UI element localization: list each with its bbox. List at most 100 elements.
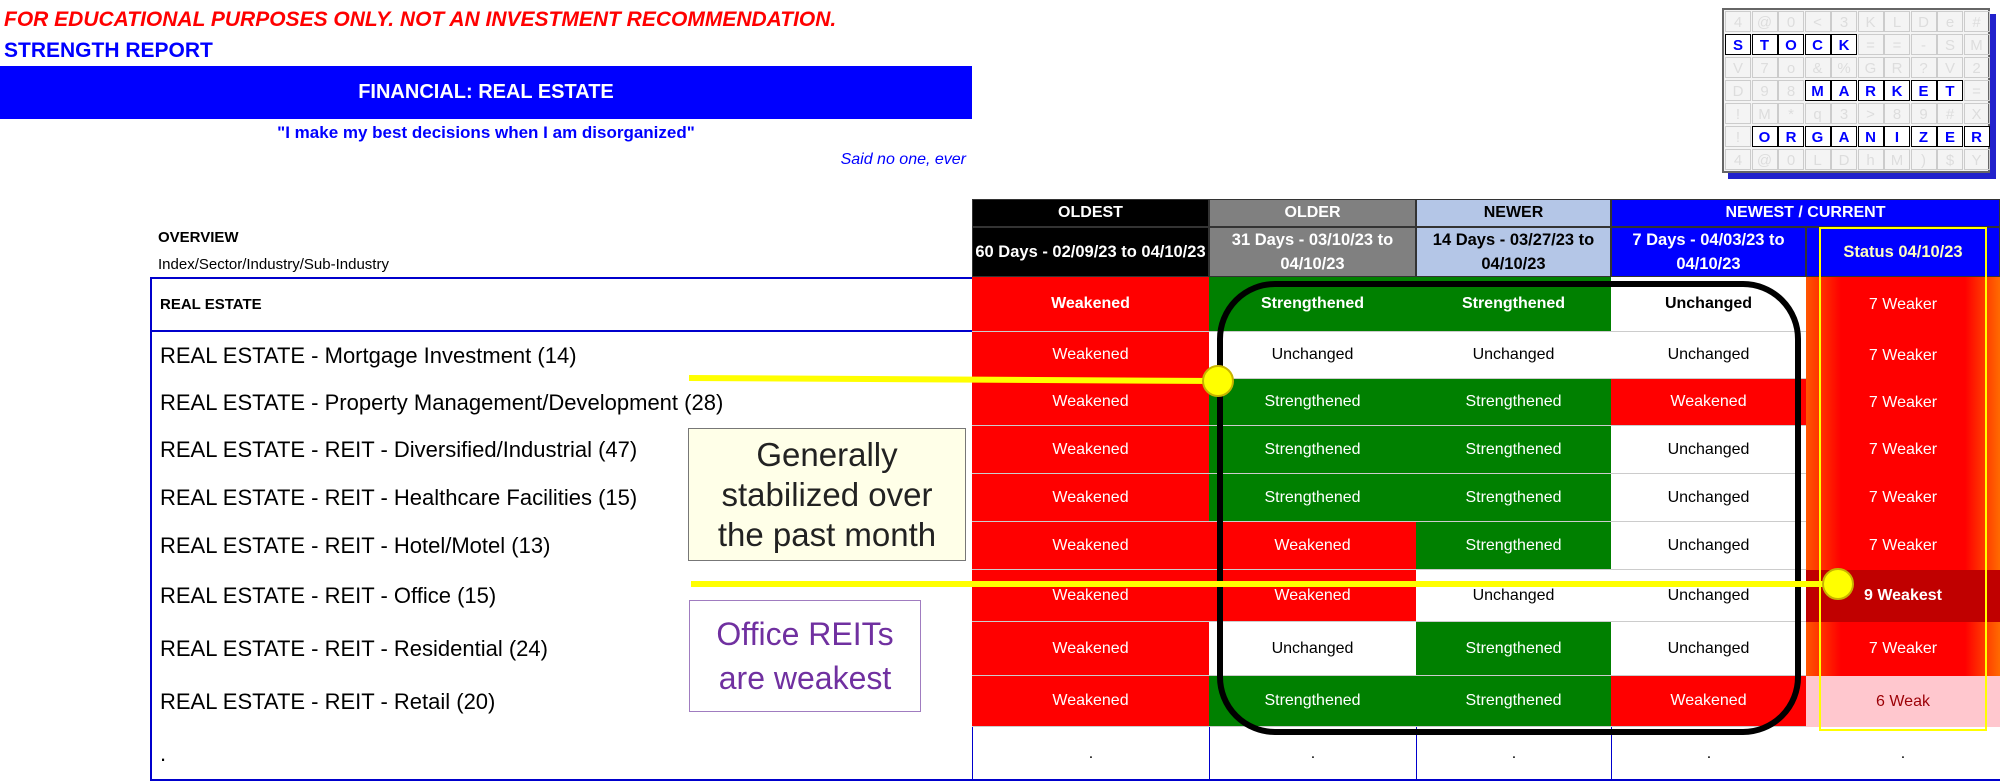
logo-letter: o bbox=[1778, 57, 1804, 78]
logo-letter: M bbox=[1751, 103, 1778, 124]
logo-letter: # bbox=[1937, 103, 1963, 124]
status-cell: Weakened bbox=[972, 277, 1209, 332]
row-label: REAL ESTATE - REIT - Hotel/Motel (13) bbox=[150, 522, 972, 570]
logo-letter: = bbox=[1963, 80, 1990, 101]
logo-letter: E bbox=[1937, 126, 1963, 147]
logo-letter: G bbox=[1804, 126, 1831, 147]
logo-letter: @ bbox=[1751, 11, 1778, 32]
column-group-1: OLDER bbox=[1209, 199, 1416, 227]
status-cell: Weakened bbox=[972, 426, 1209, 474]
status-cell: Strengthened bbox=[1416, 379, 1611, 426]
logo-letter: Z bbox=[1910, 126, 1937, 147]
logo-letter: 2 bbox=[1963, 57, 1990, 78]
status-cell: Strengthened bbox=[1416, 676, 1611, 727]
logo-letter: R bbox=[1857, 80, 1884, 101]
logo-letter: M bbox=[1804, 80, 1831, 101]
status-cell: Unchanged bbox=[1611, 522, 1806, 570]
current-status-cell: 7 Weaker bbox=[1806, 622, 2000, 676]
status-cell: Strengthened bbox=[1416, 426, 1611, 474]
status-cell: . bbox=[1416, 727, 1611, 781]
logo-letter: ! bbox=[1725, 103, 1751, 124]
row-label: REAL ESTATE - Property Management/Develo… bbox=[150, 379, 972, 426]
column-period-2: 14 Days - 03/27/23 to 04/10/23 bbox=[1416, 227, 1611, 277]
logo-letter: T bbox=[1937, 80, 1963, 101]
status-cell: Unchanged bbox=[1611, 277, 1806, 332]
status-cell: Strengthened bbox=[1416, 474, 1611, 522]
logo-letter: & bbox=[1804, 57, 1831, 78]
current-status-cell: 7 Weaker bbox=[1806, 474, 2000, 522]
logo-letter: O bbox=[1751, 126, 1778, 147]
logo-letter: 7 bbox=[1751, 57, 1778, 78]
logo-letter: V bbox=[1725, 57, 1751, 78]
logo-letter: T bbox=[1751, 34, 1778, 55]
row-label: . bbox=[150, 727, 972, 781]
logo-letter: I bbox=[1884, 126, 1910, 147]
status-cell: Unchanged bbox=[1611, 622, 1806, 676]
status-cell: Strengthened bbox=[1416, 622, 1611, 676]
status-cell: Strengthened bbox=[1209, 676, 1416, 727]
logo-letter: A bbox=[1831, 80, 1857, 101]
logo-letter: ! bbox=[1725, 126, 1751, 147]
logo-letter: L bbox=[1804, 149, 1831, 170]
column-period-1: 31 Days - 03/10/23 to 04/10/23 bbox=[1209, 227, 1416, 277]
logo-letter: K bbox=[1831, 34, 1857, 55]
logo-letter: = bbox=[1884, 34, 1910, 55]
attribution: Said no one, ever bbox=[840, 151, 966, 168]
logo-letter: < bbox=[1804, 11, 1831, 32]
status-cell: Weakened bbox=[1611, 379, 1806, 426]
current-status-cell: 7 Weaker bbox=[1806, 426, 2000, 474]
logo-letter: 3 bbox=[1831, 103, 1857, 124]
logo-letter: 0 bbox=[1778, 11, 1804, 32]
column-group-2: NEWER bbox=[1416, 199, 1611, 227]
table-bottom-border bbox=[150, 779, 2000, 781]
logo-letter: S bbox=[1725, 34, 1751, 55]
row-label: REAL ESTATE - REIT - Residential (24) bbox=[150, 622, 972, 676]
logo-letter: 4 bbox=[1725, 149, 1751, 170]
current-status-cell: 7 Weaker bbox=[1806, 379, 2000, 426]
current-status-cell: 7 Weaker bbox=[1806, 332, 2000, 379]
column-period-3: 7 Days - 04/03/23 to 04/10/23 bbox=[1611, 227, 1806, 277]
logo-letter: * bbox=[1778, 103, 1804, 124]
callout-office-weakest: Office REITs are weakest bbox=[689, 600, 921, 712]
logo-letter: 9 bbox=[1910, 103, 1937, 124]
logo-letter: @ bbox=[1751, 149, 1778, 170]
logo-letter: 3 bbox=[1831, 11, 1857, 32]
logo-letter: D bbox=[1910, 11, 1937, 32]
column-group-3: NEWEST / CURRENT bbox=[1611, 199, 2000, 227]
status-cell: Unchanged bbox=[1416, 570, 1611, 622]
column-period-4: Status 04/10/23 bbox=[1806, 227, 2000, 277]
logo-letter: 8 bbox=[1884, 103, 1910, 124]
logo-letter: % bbox=[1831, 57, 1857, 78]
status-cell: Weakened bbox=[1611, 676, 1806, 727]
logo-letter: ) bbox=[1910, 149, 1937, 170]
status-cell: Unchanged bbox=[1611, 332, 1806, 379]
column-group-0: OLDEST bbox=[972, 199, 1209, 227]
logo-letter: # bbox=[1963, 11, 1990, 32]
logo-letter: $ bbox=[1937, 149, 1963, 170]
logo-letter: D bbox=[1831, 149, 1857, 170]
logo-letter: q bbox=[1804, 103, 1831, 124]
logo-letter: 8 bbox=[1778, 80, 1804, 101]
logo-letter: C bbox=[1804, 34, 1831, 55]
logo-letter: 0 bbox=[1778, 149, 1804, 170]
quote: "I make my best decisions when I am diso… bbox=[277, 123, 695, 142]
row-label: REAL ESTATE bbox=[150, 277, 972, 332]
row-label: REAL ESTATE - REIT - Healthcare Faciliti… bbox=[150, 474, 972, 522]
logo-letter: A bbox=[1831, 126, 1857, 147]
status-cell: Unchanged bbox=[1416, 332, 1611, 379]
logo-letter: E bbox=[1910, 80, 1937, 101]
logo-letter: > bbox=[1857, 103, 1884, 124]
current-status-cell: 7 Weaker bbox=[1806, 277, 2000, 332]
sector-banner: FINANCIAL: REAL ESTATE bbox=[0, 66, 972, 119]
status-cell: Unchanged bbox=[1611, 426, 1806, 474]
logo-letter: X bbox=[1963, 103, 1990, 124]
logo-letter: h bbox=[1857, 149, 1884, 170]
current-status-cell: 7 Weaker bbox=[1806, 522, 2000, 570]
current-status-cell: . bbox=[1806, 727, 2000, 781]
row-label: REAL ESTATE - REIT - Office (15) bbox=[150, 570, 972, 622]
logo-letter: e bbox=[1937, 11, 1963, 32]
logo-letter: = bbox=[1857, 34, 1884, 55]
row-label: REAL ESTATE - REIT - Retail (20) bbox=[150, 676, 972, 727]
logo-letter: M bbox=[1884, 149, 1910, 170]
status-cell: Unchanged bbox=[1209, 622, 1416, 676]
